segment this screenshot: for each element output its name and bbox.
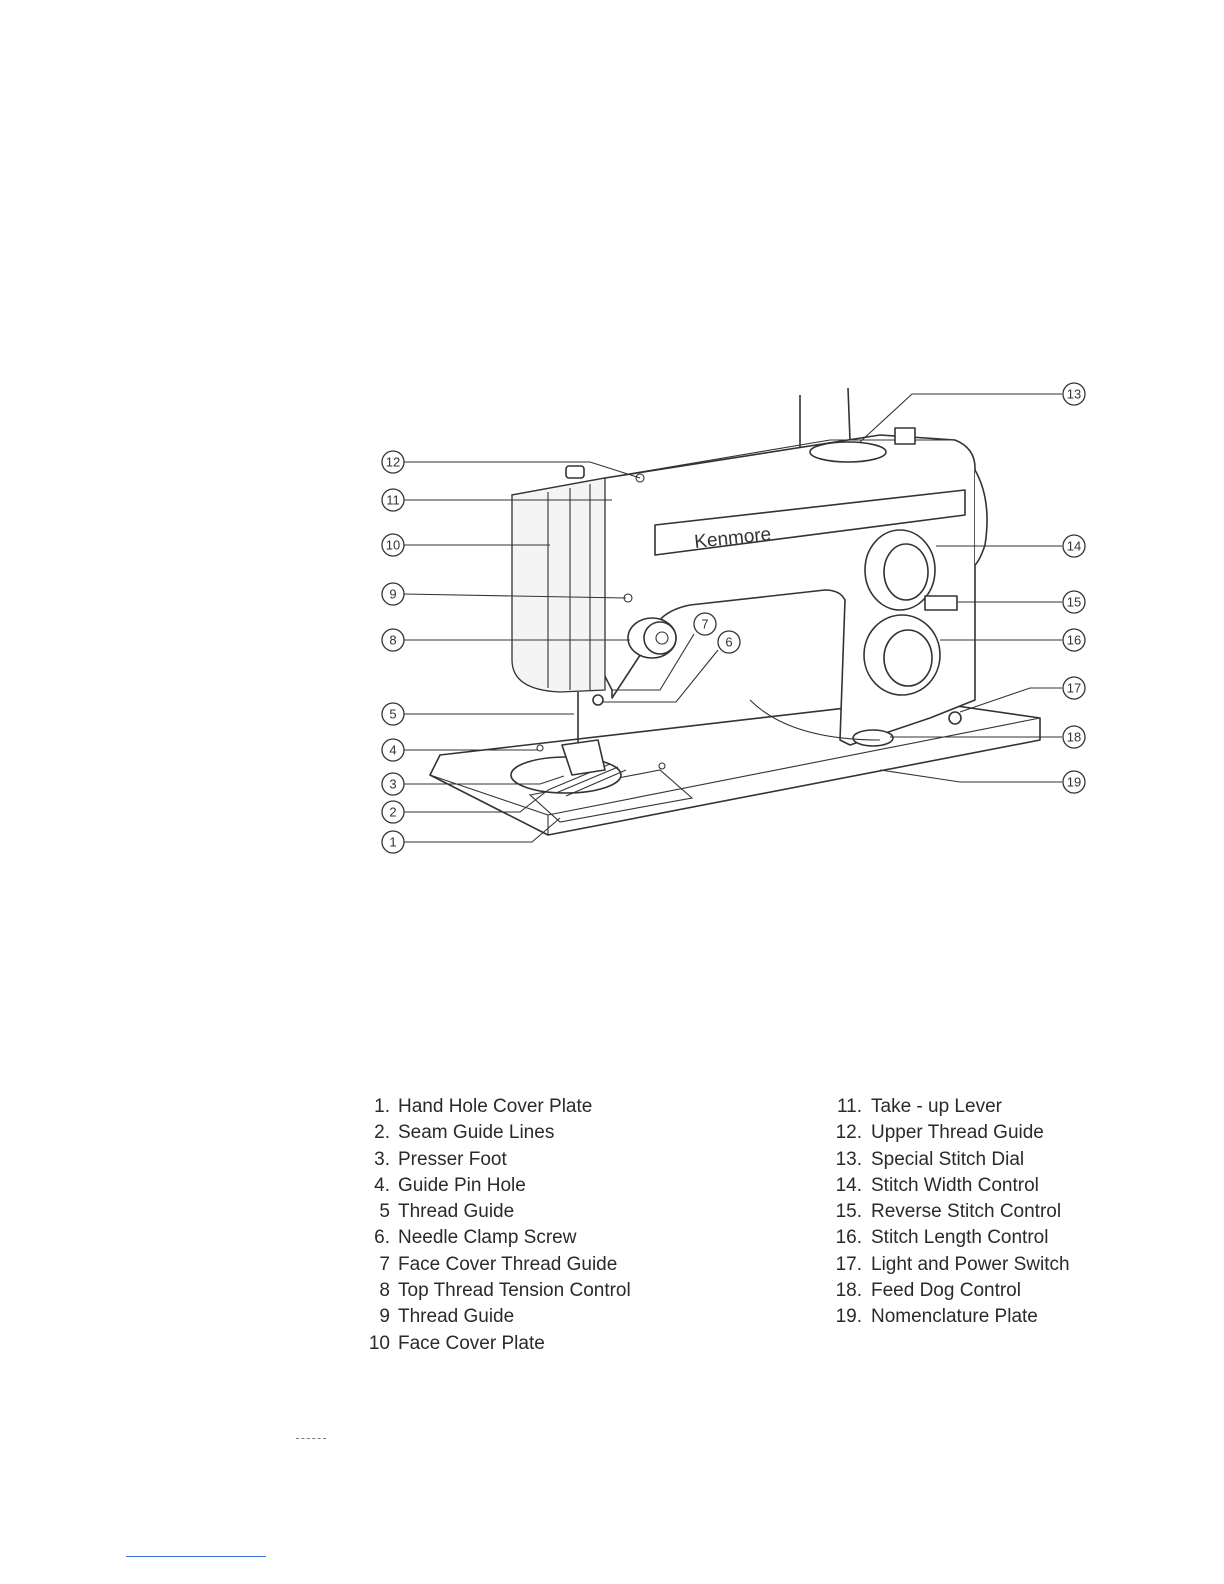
callout-11: 11 bbox=[381, 488, 405, 512]
needle-plate bbox=[510, 756, 622, 794]
callout-2: 2 bbox=[381, 800, 405, 824]
callout-5: 5 bbox=[381, 702, 405, 726]
svg-text:5: 5 bbox=[389, 707, 396, 722]
svg-text:6: 6 bbox=[725, 635, 732, 650]
svg-text:3: 3 bbox=[389, 777, 396, 792]
presser-foot bbox=[561, 739, 606, 776]
svg-text:19: 19 bbox=[1067, 775, 1081, 790]
svg-text:7: 7 bbox=[701, 617, 708, 632]
svg-text:1: 1 bbox=[389, 835, 396, 850]
power-switch bbox=[948, 711, 962, 725]
callout-16: 16 bbox=[1062, 628, 1086, 652]
legend-item: 2.Seam Guide Lines bbox=[374, 1122, 555, 1144]
legend-item: 6.Needle Clamp Screw bbox=[374, 1227, 577, 1249]
svg-text:13: 13 bbox=[1067, 387, 1081, 402]
legend-item: 1.Hand Hole Cover Plate bbox=[374, 1096, 593, 1117]
callout-12: 12 bbox=[381, 450, 405, 474]
callout-19: 19 bbox=[1062, 770, 1086, 794]
callout-6: 6 bbox=[717, 630, 741, 654]
callout-8: 8 bbox=[381, 628, 405, 652]
scan-mark bbox=[296, 1438, 326, 1440]
legend-item: 14.Stitch Width Control bbox=[835, 1174, 1039, 1196]
svg-text:9: 9 bbox=[389, 587, 396, 602]
stitch-length-dial bbox=[863, 614, 941, 696]
parts-legend-left: 1.Hand Hole Cover Plate 2.Seam Guide Lin… bbox=[352, 1094, 712, 1357]
callouts: 1 2 3 4 5 6 7 8 9 10 11 12 13 14 15 16 1… bbox=[381, 382, 1086, 854]
footer-rule bbox=[126, 1556, 266, 1557]
reverse-stitch-button bbox=[924, 595, 958, 611]
feed-dog-control bbox=[852, 729, 894, 747]
svg-text:14: 14 bbox=[1067, 539, 1081, 554]
callout-17: 17 bbox=[1062, 676, 1086, 700]
svg-text:17: 17 bbox=[1067, 681, 1081, 696]
legend-item: 4.Guide Pin Hole bbox=[374, 1174, 526, 1196]
svg-text:4: 4 bbox=[389, 743, 396, 758]
callout-1: 1 bbox=[381, 830, 405, 854]
svg-text:8: 8 bbox=[389, 633, 396, 648]
legend-item: 18.Feed Dog Control bbox=[835, 1280, 1021, 1302]
svg-text:10: 10 bbox=[386, 538, 400, 553]
svg-text:2: 2 bbox=[389, 805, 396, 820]
special-stitch-dial bbox=[809, 441, 887, 463]
legend-item: 15.Reverse Stitch Control bbox=[835, 1201, 1062, 1223]
stitch-width-dial bbox=[864, 529, 936, 611]
svg-text:11: 11 bbox=[386, 493, 400, 508]
brand-plate bbox=[654, 489, 966, 556]
callout-13: 13 bbox=[1062, 382, 1086, 406]
svg-text:12: 12 bbox=[386, 455, 400, 470]
legend-item: 17.Light and Power Switch bbox=[835, 1253, 1070, 1275]
svg-text:18: 18 bbox=[1067, 730, 1081, 745]
svg-text:15: 15 bbox=[1067, 595, 1081, 610]
sewing-machine-illustration: Kenmore bbox=[429, 387, 1041, 836]
callout-9: 9 bbox=[381, 582, 405, 606]
legend-item: 13.Special Stitch Dial bbox=[835, 1148, 1025, 1170]
parts-legend-right: 11.Take - up Lever 12.Upper Thread Guide… bbox=[826, 1094, 1156, 1331]
svg-text:16: 16 bbox=[1067, 633, 1081, 648]
callout-10: 10 bbox=[381, 533, 405, 557]
legend-item: 11.Take - up Lever bbox=[836, 1096, 1002, 1117]
tension-dial bbox=[627, 617, 677, 659]
callout-14: 14 bbox=[1062, 534, 1086, 558]
legend-item: 19.Nomenclature Plate bbox=[835, 1306, 1038, 1328]
legend-item: 12.Upper Thread Guide bbox=[835, 1122, 1044, 1144]
callout-4: 4 bbox=[381, 738, 405, 762]
face-cover-plate bbox=[511, 477, 606, 693]
callout-15: 15 bbox=[1062, 590, 1086, 614]
leader-lines bbox=[403, 393, 1062, 843]
legend-item: 3.Presser Foot bbox=[374, 1148, 507, 1170]
legend-item: 16.Stitch Length Control bbox=[835, 1227, 1049, 1249]
callout-18: 18 bbox=[1062, 725, 1086, 749]
callout-7: 7 bbox=[693, 612, 717, 636]
callout-3: 3 bbox=[381, 772, 405, 796]
sewing-machine-diagram: Kenmore bbox=[381, 382, 1086, 854]
